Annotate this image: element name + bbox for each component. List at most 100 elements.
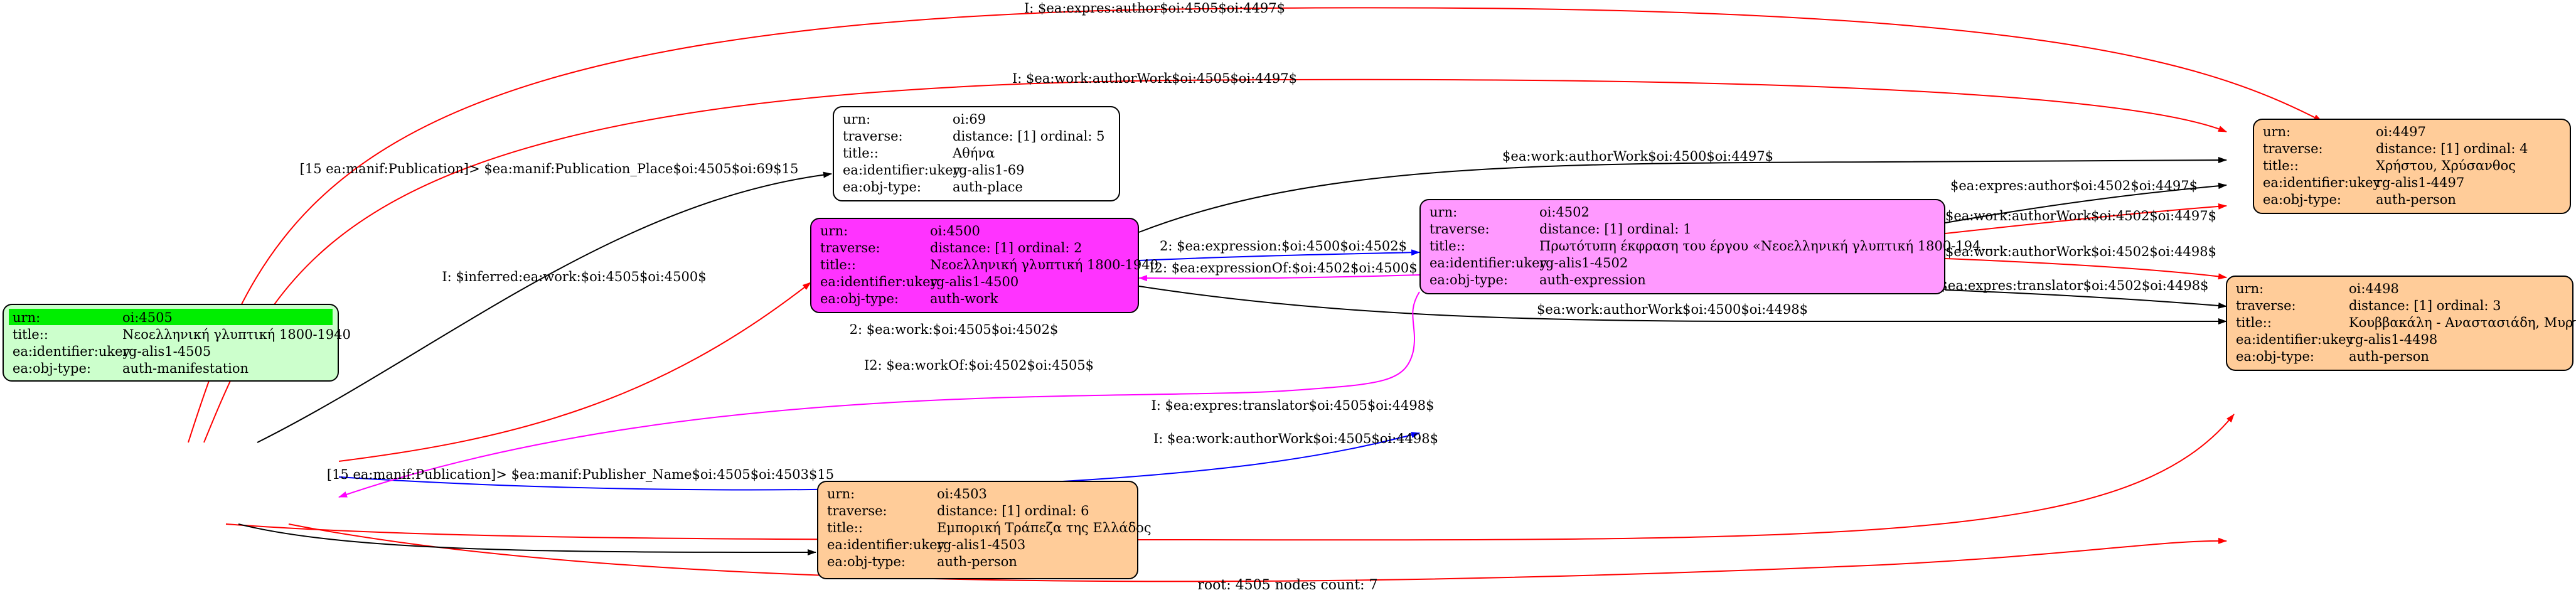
graph-caption: root: 4505 nodes count: 7 [1197,577,1377,593]
edge-expressionof-4502-4500 [1138,274,1420,282]
edge-label-e8: $ea:expres:author$oi:4502$oi:4497$ [1950,178,2198,193]
node-oi-69[interactable]: urn: oi:69 traverse: distance: [1] ordin… [833,106,1120,201]
node-69-key-4: ea:obj-type: [843,179,921,195]
node-4497-val-2: Χρήστου, Χρύσανθος [2376,158,2516,173]
edge-expres-translator-4505-4498 [288,523,2227,582]
node-4505-key-1: title:: [13,327,48,342]
node-4497-key-3: ea:identifier:ukey [2263,175,2381,190]
node-4503-val-2: Εμπορική Τράπεζα της Ελλάδος [937,520,1152,535]
edge-work-authorwork-4502-4498 [1945,258,2227,280]
node-69-key-0: urn: [843,112,870,127]
node-4502-val-4: auth-expression [1539,272,1646,287]
node-oi-4498[interactable]: urn: oi:4498 traverse: distance: [1] ord… [2226,276,2576,371]
edge-label-e1: I: $ea:expres:author$oi:4505$oi:4497$ [1024,1,1285,16]
node-oi-4503[interactable]: urn: oi:4503 traverse: distance: [1] ord… [817,481,1152,579]
edge-label-e17: [15 ea:manif:Publication]> $ea:manif:Pub… [327,467,834,482]
node-oi-4502[interactable]: urn: oi:4502 traverse: distance: [1] ord… [1419,199,1993,294]
node-4503-val-3: rg-alis1-4503 [937,537,1025,552]
node-4500-val-1: distance: [1] ordinal: 2 [930,240,1082,255]
node-4505-key-2: ea:identifier:ukey [13,344,131,359]
node-oi-4505[interactable]: urn: oi:4505 title:: Νεοελληνική γλυπτικ… [3,304,351,382]
node-4503-key-2: title:: [827,520,863,535]
edge-label-e3: [15 ea:manif:Publication]> $ea:manif:Pub… [300,161,799,176]
node-4503-key-0: urn: [827,486,855,501]
node-4505-val-3: auth-manifestation [122,361,249,376]
node-4500-key-3: ea:identifier:ukey [820,274,938,289]
node-4498-key-1: traverse: [2236,298,2296,313]
node-4500-key-2: title:: [820,257,856,272]
node-4498-val-3: rg-alis1-4498 [2349,332,2437,347]
edge-label-e12: $ea:work:authorWork$oi:4500$oi:4498$ [1537,302,1808,317]
edge-labels: I: $ea:expres:author$oi:4505$oi:4497$ I:… [300,1,2216,482]
node-4500-key-4: ea:obj-type: [820,291,899,306]
edge-expres-translator-4502-4498 [1945,289,2227,309]
node-4498-val-0: oi:4498 [2349,281,2399,296]
node-4500-val-4: auth-work [930,291,998,306]
node-4498-val-1: distance: [1] ordinal: 3 [2349,298,2501,313]
node-69-val-1: distance: [1] ordinal: 5 [953,129,1105,144]
node-4498-key-0: urn: [2236,281,2263,296]
node-4497-key-1: traverse: [2263,141,2323,156]
edge-label-e7: I2: $ea:expressionOf:$oi:4502$oi:4500$ [1149,260,1417,276]
node-4502-key-3: ea:identifier:ukey [1430,255,1547,271]
node-4505-val-1: Νεοελληνική γλυπτική 1800-1940 [122,327,351,342]
node-4497-val-3: rg-alis1-4497 [2376,175,2464,190]
edges [188,7,2322,582]
edge-work-authorwork-4500-4498 [1138,286,2227,324]
node-4498-key-3: ea:identifier:ukey [2236,332,2354,347]
edge-workof-4502-4505 [338,291,1420,498]
node-oi-4497[interactable]: urn: oi:4497 traverse: distance: [1] ord… [2253,119,2571,214]
node-4500-val-0: oi:4500 [930,223,980,238]
edge-expres-author-4505-4497 [188,7,2322,443]
edge-publication-place-4505-69 [257,171,832,443]
node-4503-val-0: oi:4503 [937,486,987,501]
node-4498-val-4: auth-person [2349,349,2429,364]
node-4503-key-3: ea:identifier:ukey [827,537,945,552]
edge-label-e6: 2: $ea:expression:$oi:4500$oi:4502$ [1160,238,1407,254]
edge-label-e10: I: $ea:work:authorWork$oi:4502$oi:4498$ [1932,244,2216,259]
edge-label-e11: $ea:expres:translator$oi:4502$oi:4498$ [1940,278,2209,293]
edge-label-e5: $ea:work:authorWork$oi:4500$oi:4497$ [1502,149,1773,164]
edge-label-e13: 2: $ea:work:$oi:4505$oi:4502$ [850,322,1059,337]
node-69-val-3: rg-alis1-69 [953,163,1025,178]
node-4503-key-4: ea:obj-type: [827,554,906,569]
edge-work-authorwork-4505-4497 [203,78,2227,443]
node-4502-key-4: ea:obj-type: [1430,272,1508,287]
node-4505-val-0: oi:4505 [122,310,173,325]
node-4497-val-0: oi:4497 [2376,124,2426,139]
node-4497-key-2: title:: [2263,158,2299,173]
node-4500-key-0: urn: [820,223,848,238]
edge-expres-author-4502-4497 [1945,183,2227,223]
node-4503-key-1: traverse: [827,503,887,518]
node-69-key-1: traverse: [843,129,903,144]
edge-label-e15: I: $ea:expres:translator$oi:4505$oi:4498… [1152,398,1435,413]
node-69-val-0: oi:69 [953,112,986,127]
node-4502-key-2: title:: [1430,238,1465,254]
root-urn-highlight [9,309,333,325]
node-4502-key-1: traverse: [1430,222,1490,237]
edge-label-e9: I: $ea:work:authorWork$oi:4502$oi:4497$ [1932,208,2216,223]
node-4505-key-3: ea:obj-type: [13,361,91,376]
node-4500-val-3: rg-alis1-4500 [930,274,1018,289]
node-4505-key-0: urn: [13,310,40,325]
node-4502-val-3: rg-alis1-4502 [1539,255,1628,271]
node-4497-val-4: auth-person [2376,192,2456,207]
node-69-val-4: auth-place [953,179,1023,195]
edge-label-e14: I2: $ea:workOf:$oi:4502$oi:4505$ [864,358,1094,373]
node-4498-val-2: Κουββακάλη - Αναστασιάδη, Μυρτώ [2349,315,2576,330]
node-69-key-3: ea:identifier:ukey [843,163,961,178]
node-4497-key-4: ea:obj-type: [2263,192,2341,207]
node-4500-key-1: traverse: [820,240,880,255]
edge-label-e4: I: $inferred:ea:work:$oi:4505$oi:4500$ [442,269,706,284]
node-69-key-2: title:: [843,146,879,161]
node-4505-val-2: rg-alis1-4505 [122,344,211,359]
node-4502-key-0: urn: [1430,205,1457,220]
node-oi-4500[interactable]: urn: oi:4500 traverse: distance: [1] ord… [810,218,1158,313]
node-4503-val-4: auth-person [937,554,1017,569]
node-4502-val-2: Πρωτότυπη έκφραση του έργου «Νεοελληνική… [1539,238,1993,254]
edge-work-authorwork-4502-4497 [1945,203,2227,234]
edge-work-authorwork-4500-4497 [1138,157,2227,233]
node-4502-val-0: oi:4502 [1539,205,1590,220]
edge-work-authorwork-4505-4498 [225,414,2235,541]
